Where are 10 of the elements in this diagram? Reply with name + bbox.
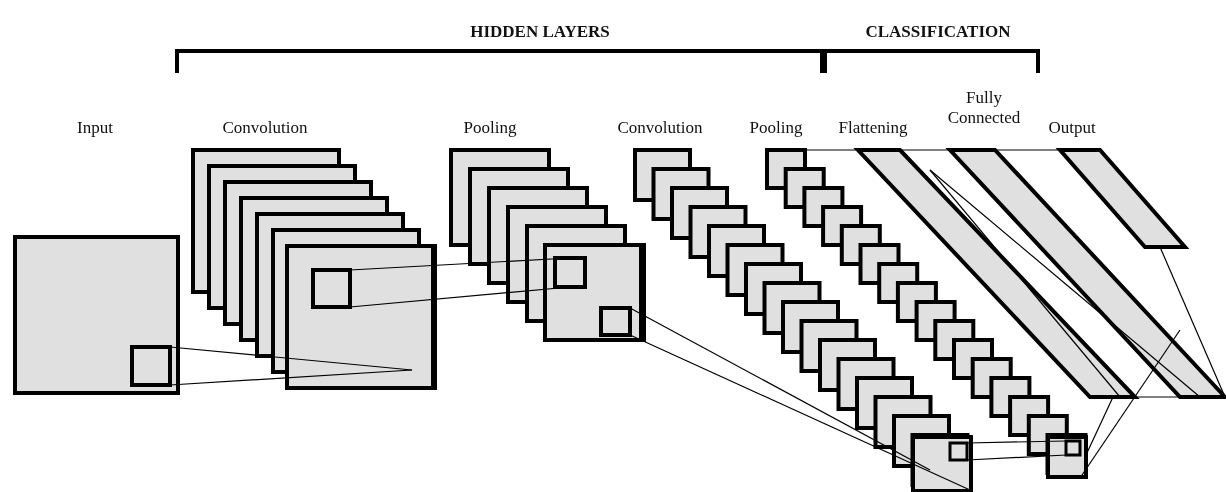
layer-label: Output xyxy=(1048,118,1096,138)
layer-label: Fully Connected xyxy=(946,88,1022,128)
layer-label: Convolution xyxy=(617,118,703,138)
section-heading: HIDDEN LAYERS xyxy=(470,22,610,42)
layer-label: Flattening xyxy=(838,118,908,138)
layer-label: Convolution xyxy=(222,118,308,138)
layer-label: Pooling xyxy=(749,118,803,138)
section-heading: CLASSIFICATION xyxy=(865,22,1011,42)
layer-label: Pooling xyxy=(463,118,517,138)
layer-label: Input xyxy=(77,118,113,138)
